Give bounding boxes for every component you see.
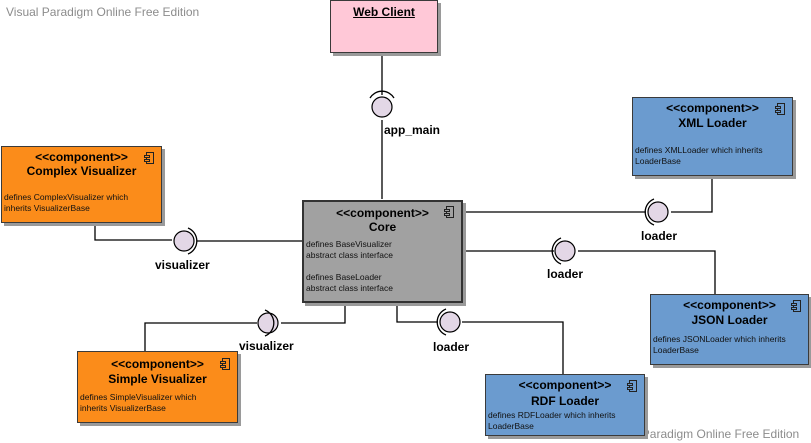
watermark-top: Visual Paradigm Online Free Edition	[6, 5, 200, 19]
json-loader-component[interactable]: <<component>> JSON Loader defines JSONLo…	[650, 294, 809, 365]
simple-visualizer-name: Simple Visualizer	[108, 372, 207, 386]
socket-visualizer-complex-icon	[187, 227, 198, 255]
interface-visualizer-simple-icon	[257, 312, 279, 334]
complex-visualizer-description: defines ComplexVisualizer which inherits…	[4, 192, 129, 213]
xml-loader-component[interactable]: <<component>> XML Loader defines XMLLoad…	[632, 97, 793, 176]
socket-loader-xml-icon	[644, 198, 655, 226]
xml-loader-stereotype: <<component>>	[666, 101, 759, 115]
core-component[interactable]: <<component>> Core defines BaseVisualize…	[302, 200, 463, 303]
complex-visualizer-component[interactable]: <<component>> Complex Visualizer defines…	[1, 146, 162, 223]
interface-label-loader-rdf: loader	[433, 340, 470, 354]
rdf-loader-component[interactable]: <<component>> RDF Loader defines RDFLoad…	[485, 374, 645, 436]
core-name: Core	[368, 220, 397, 234]
socket-loader-json-icon	[551, 237, 562, 265]
interface-loader-json-icon	[554, 240, 576, 262]
interface-label-loader-json: loader	[547, 267, 584, 281]
connector-core-loader-rdf	[396, 303, 438, 323]
socket-app-main-icon	[369, 90, 395, 99]
socket-loader-rdf-icon	[436, 308, 447, 336]
interface-loader-rdf-icon	[439, 311, 461, 333]
complex-visualizer-name: Complex Visualizer	[26, 164, 137, 178]
connector-core-visualizer-bottom	[281, 303, 346, 324]
connector-complex-visualizer	[94, 224, 172, 241]
rdf-loader-description: defines RDFLoader which inherits LoaderB…	[488, 410, 616, 431]
watermark-bottom: Visual Paradigm Online Free Edition	[606, 427, 800, 441]
connector-simple-visualizer	[144, 322, 257, 351]
connector-json-loader	[578, 250, 716, 294]
xml-loader-description: defines XMLLoader which inherits LoaderB…	[635, 145, 763, 166]
core-description: defines BaseVisualizer abstract class in…	[306, 239, 393, 293]
simple-visualizer-description: defines SimpleVisualizer which inherits …	[80, 392, 197, 413]
web-client-label: Web Client	[353, 5, 415, 19]
interface-label-app-main: app_main	[384, 123, 441, 137]
socket-visualizer-simple-icon	[264, 309, 275, 337]
component-icon	[791, 300, 801, 312]
interface-label-visualizer-complex: visualizer	[155, 258, 210, 272]
interface-app-main-icon	[371, 96, 393, 118]
xml-loader-name: XML Loader	[678, 116, 747, 130]
component-icon	[775, 103, 785, 115]
simple-visualizer-component[interactable]: <<component>> Simple Visualizer defines …	[77, 351, 238, 423]
rdf-loader-name: RDF Loader	[530, 394, 599, 408]
component-icon	[144, 152, 154, 164]
interface-visualizer-complex-icon	[173, 230, 195, 252]
json-loader-name: JSON Loader	[691, 313, 768, 327]
connector-xml-loader	[671, 176, 713, 213]
json-loader-stereotype: <<component>>	[683, 298, 776, 312]
component-icon	[220, 358, 230, 370]
component-icon	[627, 380, 637, 392]
component-icon	[444, 206, 454, 218]
json-loader-description: defines JSONLoader which inherits Loader…	[653, 334, 786, 355]
complex-visualizer-stereotype: <<component>>	[35, 150, 128, 164]
interface-label-loader-xml: loader	[641, 229, 678, 243]
core-stereotype: <<component>>	[336, 206, 429, 220]
connector-rdf-loader	[462, 321, 564, 374]
interface-loader-xml-icon	[647, 201, 669, 223]
simple-visualizer-stereotype: <<component>>	[111, 357, 204, 371]
web-client-node[interactable]: Web Client	[330, 0, 438, 53]
interface-label-visualizer-simple: visualizer	[239, 339, 294, 353]
rdf-loader-stereotype: <<component>>	[518, 378, 612, 392]
